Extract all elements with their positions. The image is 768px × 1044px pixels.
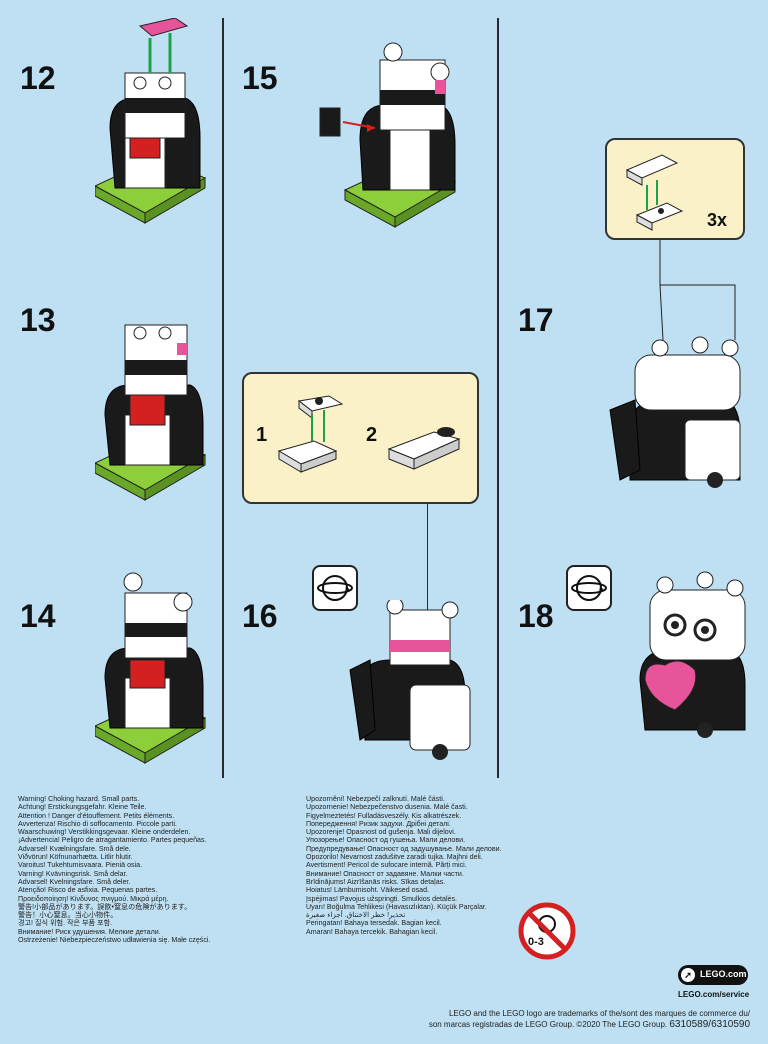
warning-line: Varoitus! Tukehtumisvaara. Pieniä osia. (18, 861, 143, 870)
warning-line: Упозорење! Опасност од гушења. Мали дело… (306, 836, 466, 845)
substep-2-label: 2 (366, 424, 378, 446)
step-number-17: 17 (518, 302, 554, 338)
warning-line: Advarsel! Kvelningsfare. Små deler. (18, 877, 131, 886)
warning-line: Upozorenje! Opasnost od gušenja. Mali di… (306, 828, 456, 837)
step-number-13: 13 (20, 302, 56, 338)
warning-line: Opozorilo! Nevarnost zadušitve zaradi tu… (306, 853, 483, 862)
arrow-icon: ➚ (681, 968, 695, 982)
warning-line: Peringatan! Bahaya tersedak. Bagian keci… (306, 919, 442, 928)
warning-line: تحذير! خطر الاختناق. أجزاء صغيرة (306, 911, 406, 920)
step-17-slope-bricks (625, 154, 684, 231)
step-16-panda-model (349, 600, 471, 760)
warning-line: 경고! 질식 위험. 작은 부품 포함. (18, 919, 113, 928)
column-divider-left (222, 18, 224, 778)
warning-line: Atenção! Risco de asfixia. Pequenas part… (18, 886, 158, 895)
warning-line: Попередження! Ризик задухи. Дрібні детал… (306, 819, 451, 828)
product-codes: 6310589/6310590 (669, 1019, 750, 1030)
substep-2-slope-brick (387, 427, 461, 470)
callout-multiplier: 3x (707, 210, 728, 230)
step-number-18: 18 (518, 598, 554, 634)
warnings-right-column: Upozornění! Nebezpečí zalknutí. Malé čás… (306, 795, 502, 936)
warning-line: Предупредување! Опасност од задушување. … (306, 844, 502, 853)
warning-line: Brīdinājums! Aizrīšanās risks. Sīkas det… (306, 877, 446, 886)
lego-service-link[interactable]: LEGO.com/service (678, 990, 750, 999)
step-number-15: 15 (242, 60, 278, 96)
age-warning-label: 0-3 (528, 936, 544, 948)
age-warning-icon (518, 902, 576, 960)
warning-line: 警告!小部品があります。誤飲•窒息の危険があります。 (18, 902, 192, 911)
step-number-16: 16 (242, 598, 278, 634)
warning-line: Achtung! Erstickungsgefahr. Kleine Teile… (18, 803, 147, 812)
substep-1-label: 1 (256, 424, 268, 446)
warning-line: Varning! Kvävningsrisk. Små delar. (18, 869, 128, 878)
warning-line: Warning! Choking hazard. Small parts. (18, 795, 140, 803)
warning-line: Upozornění! Nebezpečí zalknutí. Malé čás… (306, 795, 445, 803)
warning-line: Hoiatus! Lämbumisoht. Väikesed osad. (306, 886, 430, 895)
lego-link-label: LEGO.com (700, 969, 747, 979)
legal-line-2: son marcas registradas de LEGO Group. ©2… (428, 1019, 750, 1030)
step-number-14: 14 (20, 598, 56, 634)
warning-line: Uyarı! Boğulma Tehlikesi (Havasızlıktan)… (306, 902, 487, 911)
lego-com-link[interactable]: ➚ LEGO.com (678, 965, 748, 985)
warning-line: Προειδοποίηση! Κίνδυνος πνιγμού. Μικρά μ… (18, 894, 169, 903)
column-divider-right (497, 18, 499, 778)
warning-line: Advarsel! Kvælningsfare. Små dele. (18, 844, 131, 853)
warning-line: Внимание! Опасност от задавяне. Малки ча… (306, 869, 464, 878)
warning-line: Figyelmeztetés! Fulladásveszély. Kis alk… (306, 811, 462, 820)
legal-notice: LEGO and the LEGO logo are trademarks of… (429, 1008, 750, 1030)
step-number-12: 12 (20, 60, 56, 96)
warning-line: Viðvörun! Köfnunarhætta. Litlir hlutir. (18, 853, 133, 862)
step-12-panda-model (95, 18, 207, 224)
warnings-left-column: Warning! Choking hazard. Small parts. Ac… (18, 795, 210, 944)
step-18-rotate-icon (566, 565, 612, 611)
callout-17-leader-lines (659, 240, 736, 341)
warning-line: Waarschuwing! Verstikkingsgevaar. Kleine… (18, 828, 191, 837)
step-15-panda-model (319, 42, 457, 228)
warning-line: Внимание! Риск удушения. Мелкие детали. (18, 927, 161, 936)
warning-line: ¡Advertencia! Peligro de atragantamiento… (18, 836, 207, 845)
warning-line: Attention ! Danger d'étouffement. Petits… (18, 811, 175, 820)
step-16-subassembly-callout: 1 2 (242, 372, 479, 504)
step-17-panda-model (609, 336, 741, 488)
step-18-panda-model (639, 571, 746, 738)
callout-16-leader-line (427, 504, 428, 688)
step-16-rotate-icon (312, 565, 358, 611)
substep-1-bricks (277, 395, 344, 473)
warning-line: 警告！小心窒息。当心小物件。 (18, 911, 118, 920)
warning-line: Upozornenie! Nebezpečenstvo dusenia. Mal… (306, 803, 468, 812)
step-14-panda-model (95, 572, 207, 764)
legal-line-1: LEGO and the LEGO logo are trademarks of… (448, 1009, 750, 1018)
warning-line: Amaran! Bahaya tercekik. Bahagian kecil. (306, 927, 438, 936)
step-17-subassembly-callout: 3x (605, 138, 745, 240)
warning-line: Avvertenza! Rischio di soffocamento. Pic… (18, 819, 178, 828)
step-13-panda-model (95, 324, 207, 501)
warning-line: Įspėjimas! Pavojus užspringti. Smulkios … (306, 894, 458, 903)
warning-line: Avertisment! Pericol de sufocare internă… (306, 861, 467, 870)
warning-line: Ostrzeżenie! Niebezpieczeństwo udławieni… (18, 936, 211, 945)
